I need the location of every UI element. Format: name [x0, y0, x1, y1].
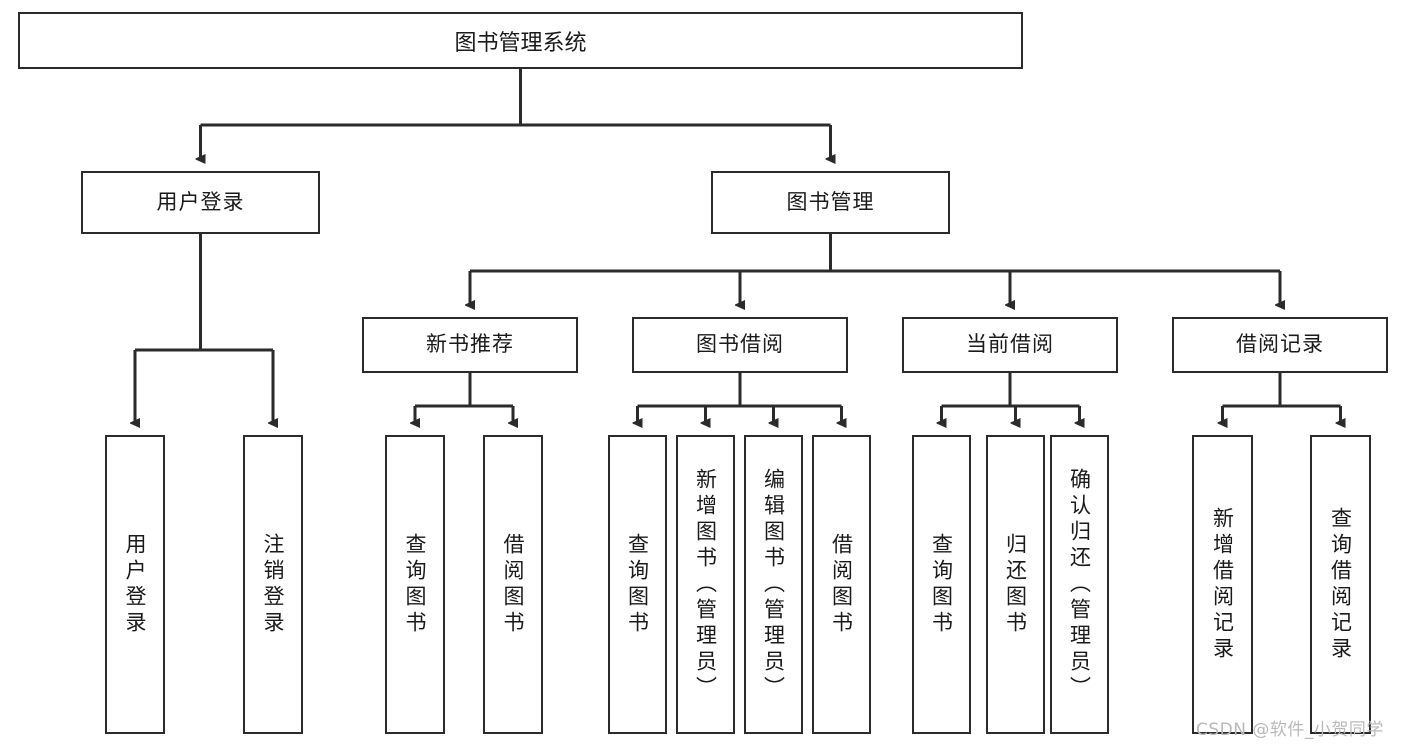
node-label: 查询借阅记录 [1328, 506, 1353, 663]
node-user-login[interactable]: 用户登录 [81, 171, 320, 234]
node-label: 归还图书 [1003, 532, 1028, 637]
leaf-query-borrow-record[interactable]: 查询借阅记录 [1310, 435, 1371, 734]
node-label: 用户登录 [123, 532, 148, 637]
node-borrow-record[interactable]: 借阅记录 [1172, 317, 1388, 373]
node-book-manage[interactable]: 图书管理 [711, 171, 950, 234]
leaf-return-book[interactable]: 归还图书 [986, 435, 1045, 734]
node-label: 借阅图书 [829, 532, 854, 637]
node-label: 当前借阅 [966, 332, 1054, 357]
node-label: 查询图书 [625, 532, 650, 637]
node-label: 借阅记录 [1236, 332, 1324, 357]
node-root[interactable]: 图书管理系统 [18, 12, 1023, 69]
node-label: 图书管理系统 [454, 30, 587, 56]
node-label: 新增借阅记录 [1210, 506, 1235, 663]
leaf-add-book-admin[interactable]: 新增图书（管理员） [676, 435, 735, 734]
node-label: 图书借阅 [696, 332, 784, 357]
node-new-book-recommend[interactable]: 新书推荐 [362, 317, 578, 373]
node-label: 图书管理 [786, 189, 875, 214]
leaf-borrow-book-recommend[interactable]: 借阅图书 [483, 435, 543, 734]
node-label: 新增图书（管理员） [693, 467, 718, 702]
node-label: 确认归还（管理员） [1067, 467, 1092, 702]
node-label: 查询图书 [403, 532, 428, 637]
leaf-query-book-current[interactable]: 查询图书 [912, 435, 971, 734]
leaf-edit-book-admin[interactable]: 编辑图书（管理员） [744, 435, 803, 734]
node-label: 用户登录 [156, 189, 245, 214]
leaf-add-borrow-record[interactable]: 新增借阅记录 [1192, 435, 1253, 734]
node-label: 借阅图书 [501, 532, 526, 637]
leaf-query-book-recommend[interactable]: 查询图书 [385, 435, 445, 734]
node-label: 注销登录 [261, 532, 286, 637]
node-label: 查询图书 [929, 532, 954, 637]
csdn-watermark: CSDN @软件_小贺同学 [1196, 720, 1384, 740]
node-book-borrow[interactable]: 图书借阅 [632, 317, 848, 373]
leaf-confirm-return-admin[interactable]: 确认归还（管理员） [1050, 435, 1109, 734]
node-label: 新书推荐 [426, 332, 514, 357]
leaf-user-logout[interactable]: 注销登录 [243, 435, 303, 734]
node-label: 编辑图书（管理员） [761, 467, 786, 702]
leaf-query-book-borrow[interactable]: 查询图书 [608, 435, 667, 734]
leaf-user-login[interactable]: 用户登录 [105, 435, 165, 734]
leaf-borrow-book[interactable]: 借阅图书 [812, 435, 871, 734]
node-current-borrow[interactable]: 当前借阅 [902, 317, 1118, 373]
